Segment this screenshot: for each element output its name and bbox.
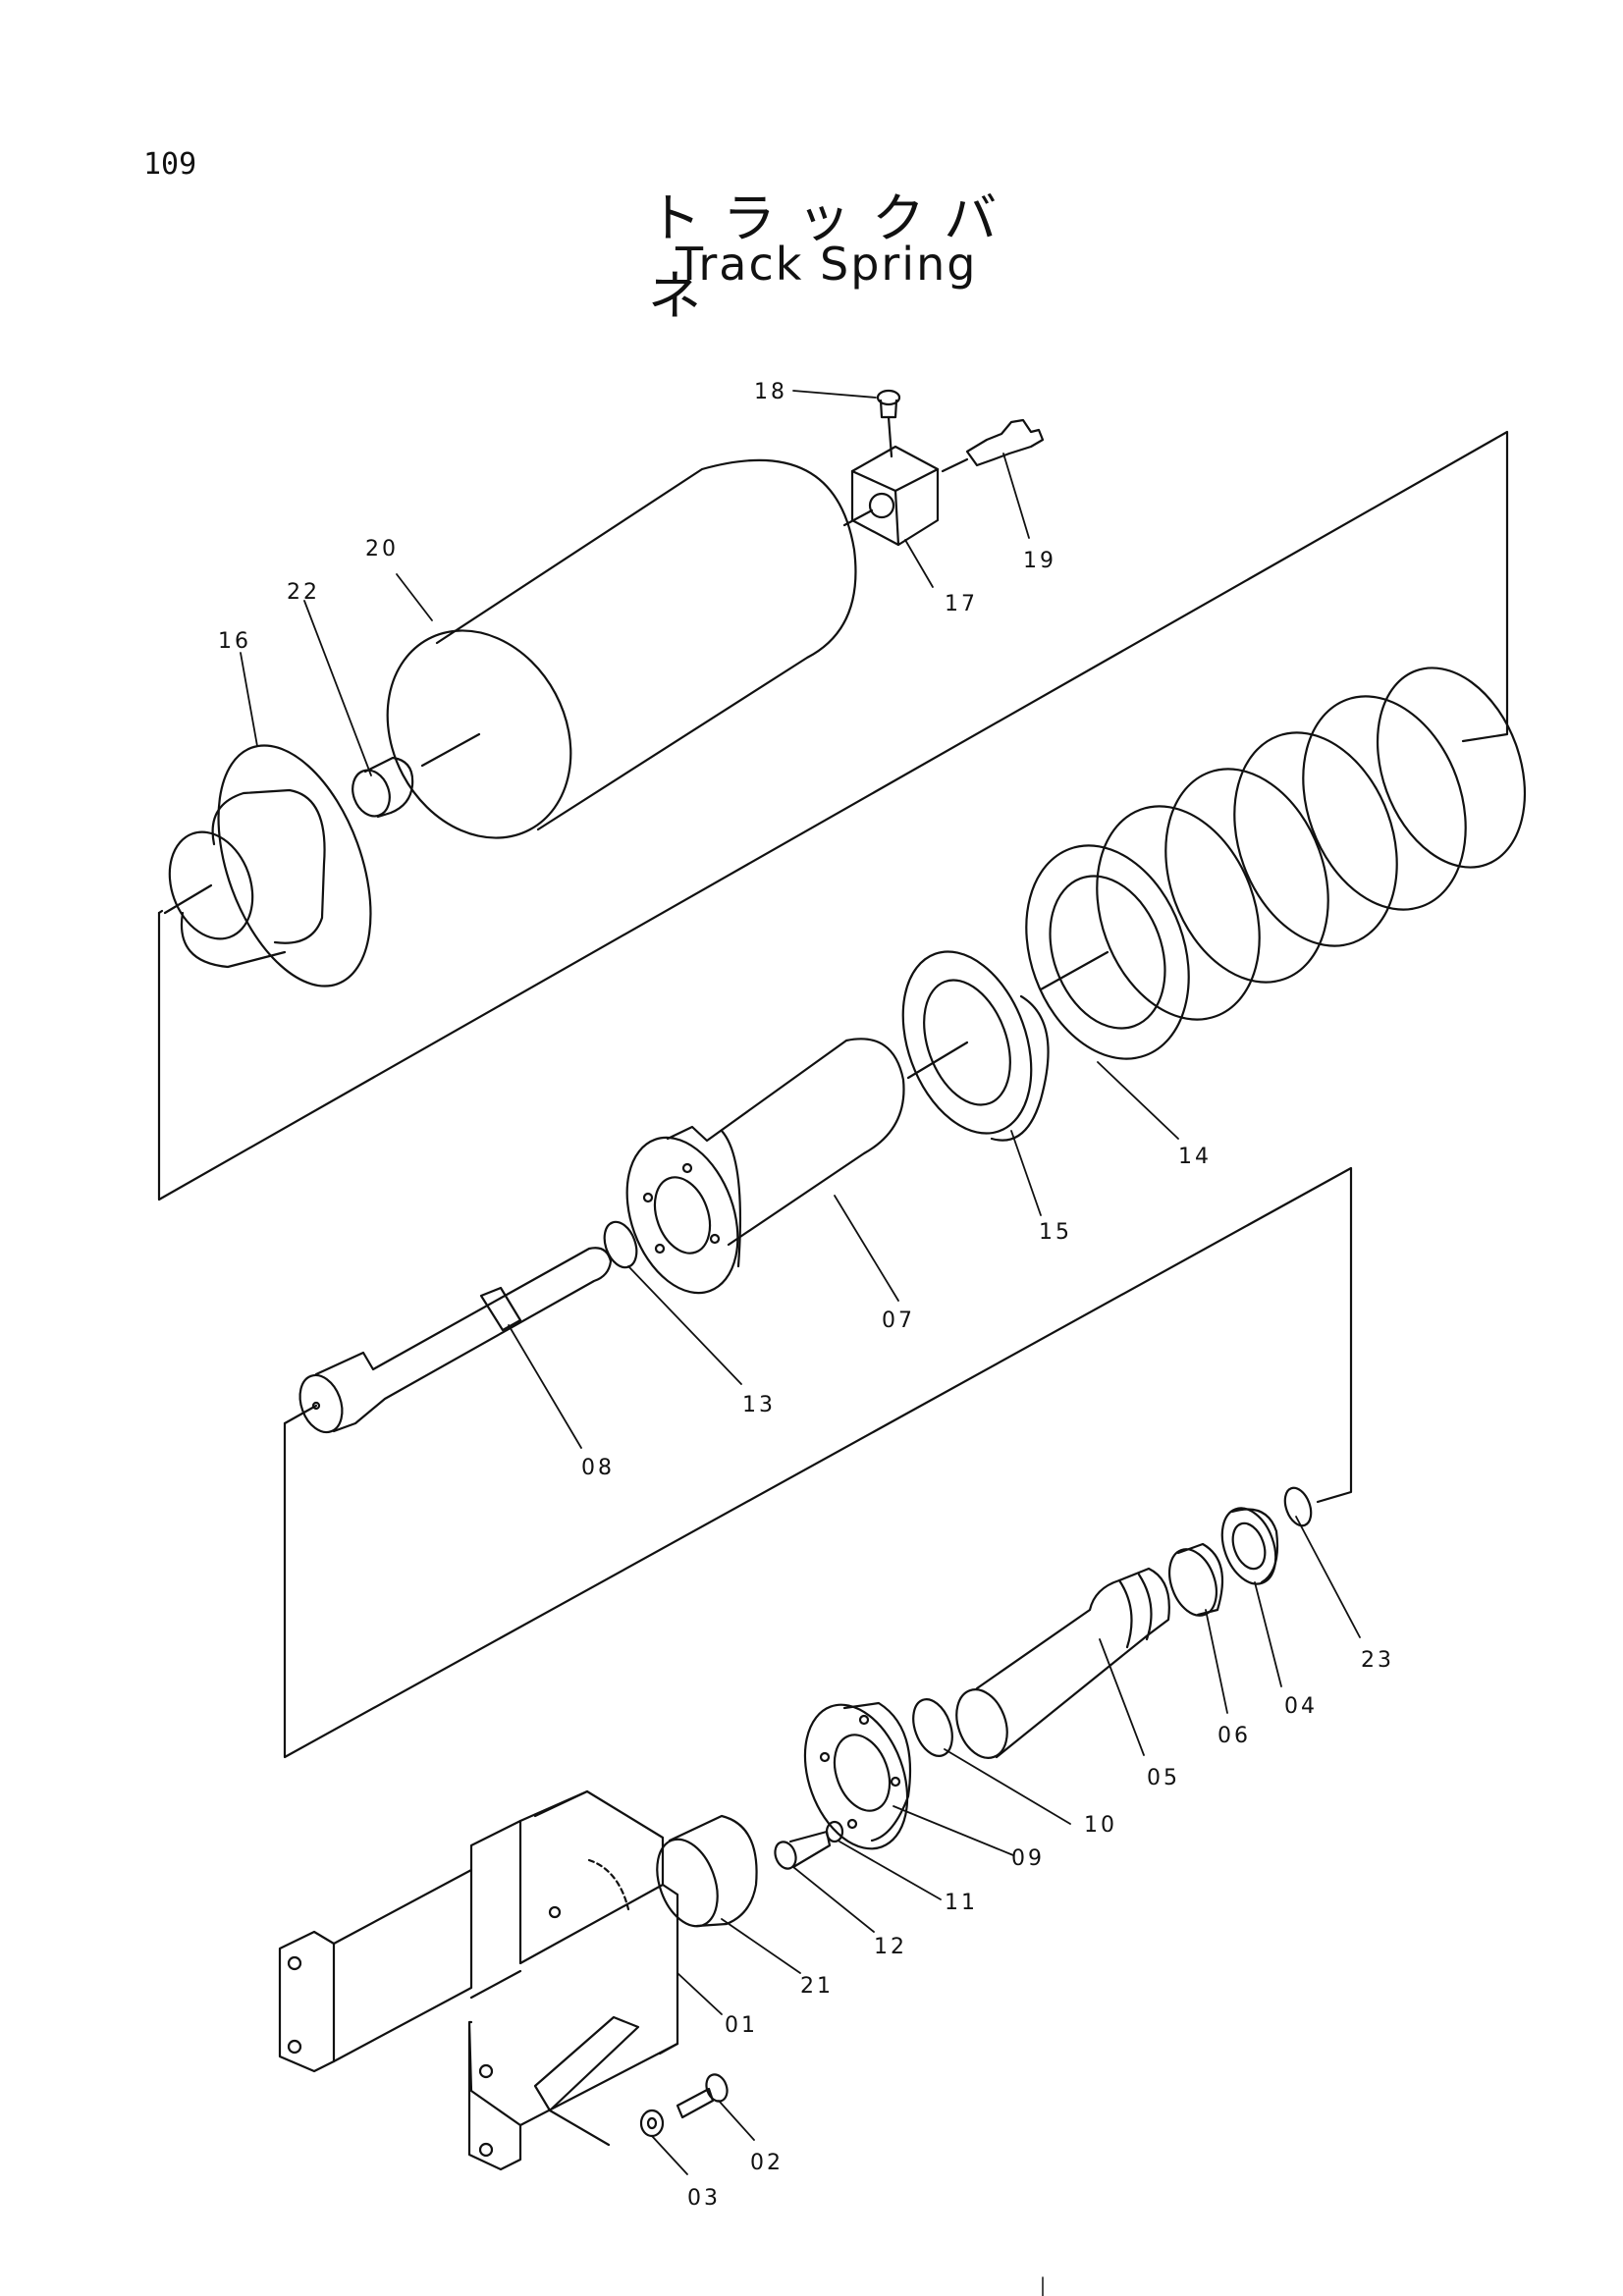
part-08-rod [283, 1247, 613, 1434]
part-02-bolt [676, 2073, 729, 2119]
callout-23: 23 [1361, 1648, 1394, 1673]
callout-14: 14 [1178, 1145, 1212, 1169]
callout-07: 07 [882, 1308, 915, 1333]
part-06-ring [1168, 1542, 1224, 1617]
callout-20: 20 [365, 537, 399, 561]
callout-16: 16 [218, 629, 251, 654]
callout-08: 08 [581, 1456, 615, 1480]
callout-13: 13 [742, 1393, 776, 1417]
part-15-spacer-ring [901, 950, 1050, 1142]
centerline-upper [157, 909, 164, 915]
part-09-guide [803, 1701, 912, 1850]
part-05-piston-rod [955, 1567, 1170, 1759]
part-16-flange [163, 744, 372, 988]
callout-01: 01 [725, 2013, 758, 2038]
callout-12: 12 [874, 1935, 907, 1959]
title-japanese: トラックバネ [648, 187, 1019, 327]
part-22-bushing [352, 756, 414, 819]
part-19-grease-fitting [941, 418, 1045, 473]
callout-04: 04 [1284, 1694, 1318, 1719]
callout-09: 09 [1011, 1846, 1045, 1871]
group-outline-upper [157, 430, 1509, 1201]
callout-02: 02 [750, 2151, 784, 2175]
part-12-bolt [774, 1830, 832, 1870]
part-20-cover-cylinder [386, 458, 857, 839]
part-18-plug [876, 389, 901, 458]
part-21-cap [656, 1814, 758, 1928]
callout-06: 06 [1217, 1724, 1251, 1748]
callout-21: 21 [800, 1974, 834, 1999]
part-04-nut [1220, 1507, 1279, 1585]
part-14-coil-spring [1025, 667, 1527, 1060]
callout-15: 15 [1039, 1220, 1072, 1245]
part-10-o-ring [912, 1698, 953, 1757]
callout-22: 22 [287, 580, 320, 605]
part-01-yoke-bracket [278, 1789, 679, 2171]
callout-17: 17 [945, 592, 978, 616]
page-number: 109 [143, 147, 197, 182]
callout-05: 05 [1147, 1766, 1180, 1790]
callout-11: 11 [945, 1891, 978, 1915]
part-03-washer [639, 2109, 665, 2138]
part-17-block [842, 445, 940, 547]
leader-lines [240, 390, 1361, 2175]
title-english: Track Spring [676, 238, 978, 291]
part-13-snap-ring [603, 1220, 638, 1269]
group-outline-middle [283, 1166, 1353, 1759]
callout-18: 18 [754, 380, 787, 404]
callout-10: 10 [1084, 1813, 1117, 1838]
part-23-snap-ring [1283, 1486, 1313, 1527]
part-07-cylinder [625, 1038, 905, 1295]
callout-03: 03 [687, 2186, 721, 2211]
callout-19: 19 [1023, 549, 1056, 573]
